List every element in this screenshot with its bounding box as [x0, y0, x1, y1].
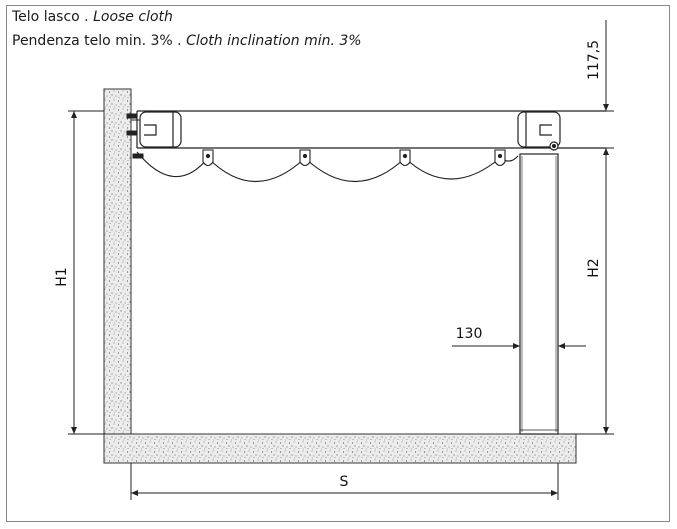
- dimension-h1: [68, 110, 104, 435]
- concrete-structure: [103, 88, 577, 464]
- front-post: [519, 153, 559, 435]
- caption-cloth-inclination: Pendenza telo min. 3% . Cloth inclinatio…: [12, 33, 362, 49]
- dimension-post-width-label: 130: [456, 326, 483, 342]
- caption-separator: .: [79, 9, 94, 25]
- dimension-top-offset-label: 117,5: [586, 40, 602, 80]
- caption-cloth-inclination-it: Pendenza telo min. 3%: [12, 33, 173, 49]
- wall-brackets: [126, 113, 144, 159]
- right-beam-profile: [517, 111, 561, 148]
- loose-cloth: [136, 151, 519, 183]
- caption-separator: .: [172, 33, 187, 49]
- dimension-span-label: S: [340, 474, 349, 490]
- dimension-h2: [562, 147, 614, 435]
- left-beam-profile: [139, 111, 182, 148]
- dimension-h1-label: H1: [54, 267, 70, 286]
- caption-loose-cloth: Telo lasco . Loose cloth: [12, 9, 173, 25]
- dimension-span: [130, 463, 559, 500]
- cloth-carriages: [202, 149, 506, 167]
- dimension-top-offset: [560, 20, 614, 160]
- caption-loose-cloth-it: Telo lasco: [12, 9, 80, 25]
- wall: [103, 88, 132, 464]
- caption-cloth-inclination-en: Cloth inclination min. 3%: [186, 33, 362, 49]
- floor-slab: [103, 433, 577, 464]
- dimension-h2-label: H2: [586, 258, 602, 277]
- roof-beam: [136, 110, 606, 151]
- caption-loose-cloth-en: Loose cloth: [93, 9, 173, 25]
